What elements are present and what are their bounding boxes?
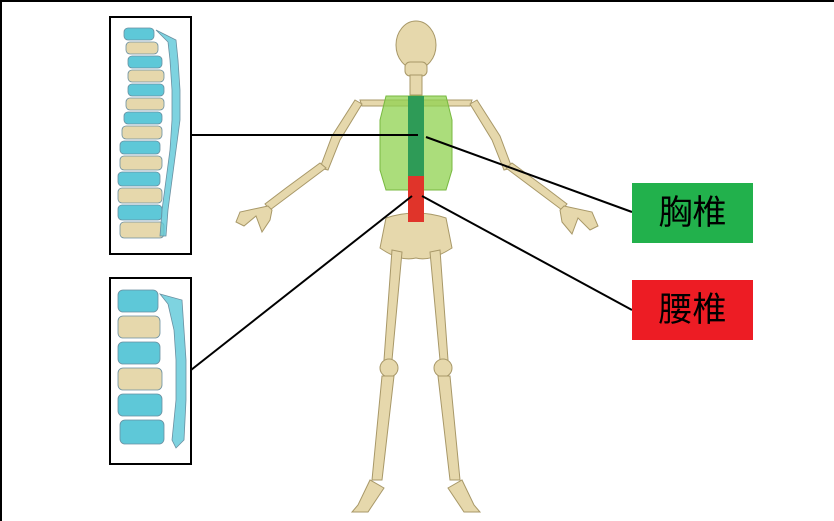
lumbar-label-connector <box>422 196 632 310</box>
left-tibia <box>372 376 394 480</box>
left-foot <box>352 480 384 512</box>
lumbar-vertebrae-label: 腰椎 <box>632 280 753 340</box>
right-upper-arm <box>470 100 512 170</box>
left-forearm <box>265 163 326 210</box>
right-hand <box>560 206 598 234</box>
thoracic-label-connector <box>426 137 632 212</box>
jaw <box>405 62 427 76</box>
skeleton-figure <box>236 21 598 512</box>
lumbar-inset-connector <box>191 196 412 370</box>
right-femur <box>430 250 448 360</box>
left-femur <box>384 250 402 360</box>
cervical-spine <box>410 75 422 95</box>
thoracic-vertebrae-label: 胸椎 <box>632 183 753 243</box>
right-tibia <box>438 376 460 480</box>
right-knee <box>434 359 452 377</box>
left-knee <box>380 359 398 377</box>
left-hand <box>236 206 272 232</box>
lumbar-spine-highlight <box>408 176 424 222</box>
right-foot <box>448 480 480 512</box>
